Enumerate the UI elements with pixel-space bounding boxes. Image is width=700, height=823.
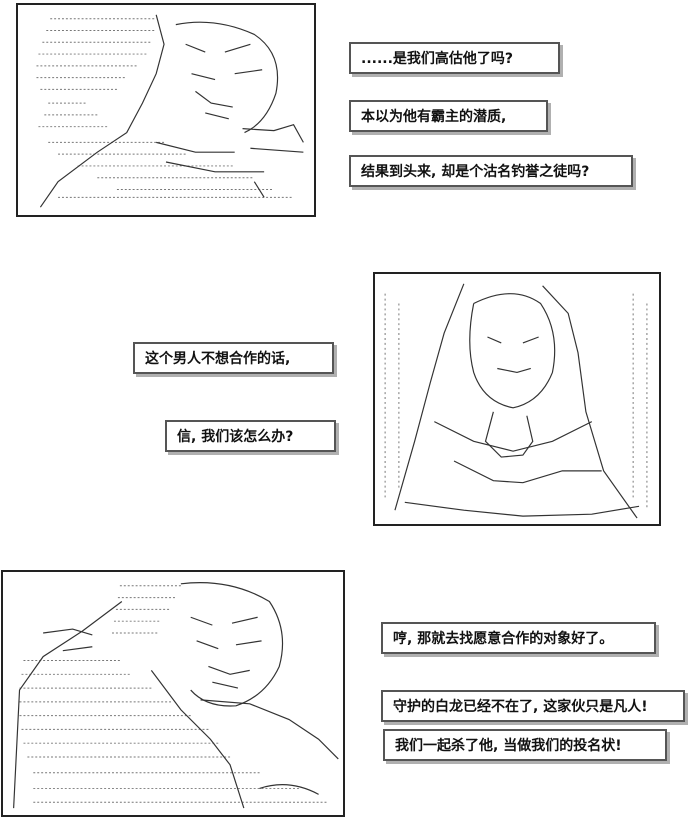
- ascii-art-panel-middle: [373, 272, 661, 526]
- ascii-art-panel-top: [16, 3, 316, 217]
- ascii-art-panel-bottom: [1, 570, 345, 817]
- speech-bubble-bottom-2: 守护的白龙已经不在了, 这家伙只是凡人!: [381, 690, 685, 722]
- speech-bubble-top-2: 本以为他有霸主的潜质,: [349, 100, 548, 132]
- speech-bubble-top-1: ......是我们高估他了吗?: [349, 42, 560, 74]
- speech-bubble-middle-1: 这个男人不想合作的话,: [133, 342, 334, 374]
- speech-bubble-bottom-1: 哼, 那就去找愿意合作的对象好了。: [381, 622, 656, 654]
- ascii-art-figure-sneering: [13, 582, 339, 809]
- ascii-art-figure-smirking: [36, 14, 304, 208]
- ascii-art-figure-leaning-forward: [384, 283, 648, 519]
- speech-bubble-middle-2: 信, 我们该怎么办?: [165, 420, 336, 452]
- speech-bubble-top-3: 结果到头来, 却是个沽名钓誉之徒吗?: [349, 155, 633, 187]
- speech-bubble-bottom-3: 我们一起杀了他, 当做我们的投名状!: [383, 729, 667, 761]
